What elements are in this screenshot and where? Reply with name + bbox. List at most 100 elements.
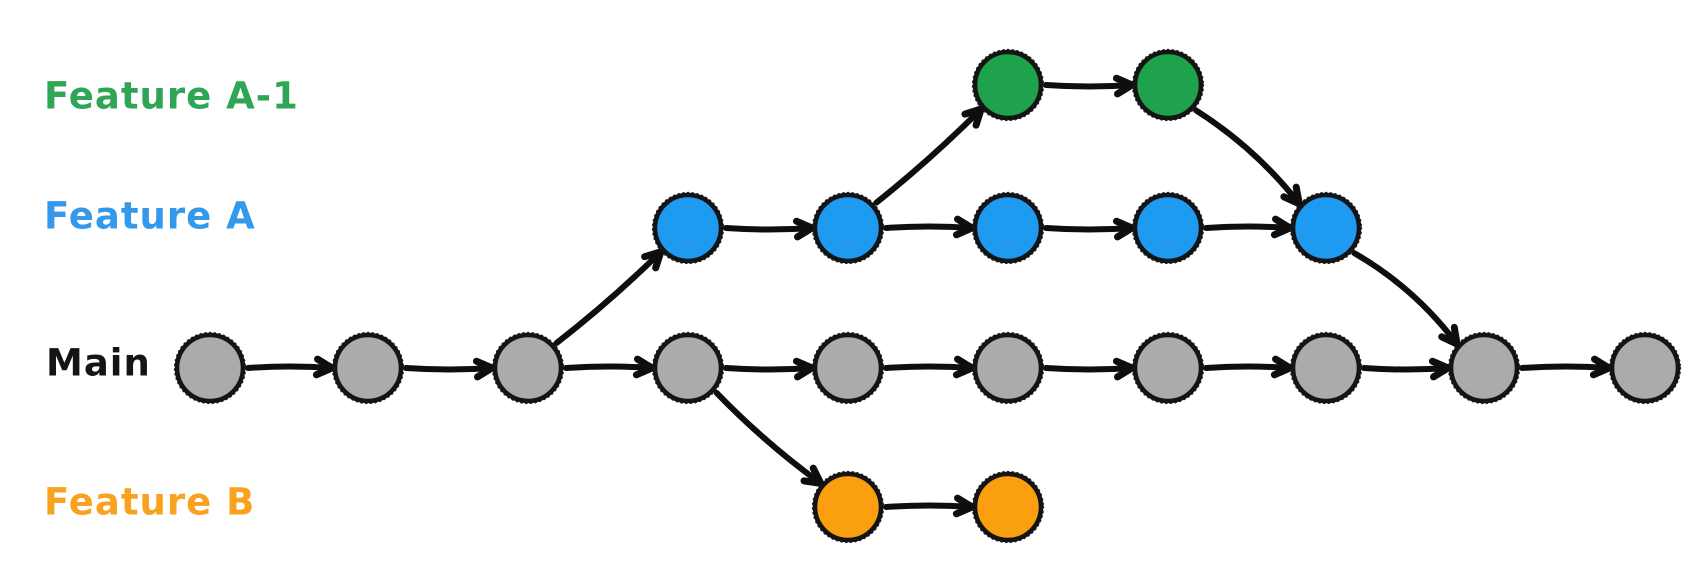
commit-node-main-0 (173, 331, 247, 405)
sketch-ring (971, 191, 1045, 265)
commit-circle (972, 49, 1044, 121)
sketch-ring (971, 470, 1045, 544)
sketch-ring (811, 470, 885, 544)
commit-circle (1448, 332, 1520, 404)
edge-main-1--main-2 (403, 357, 496, 381)
commit-node-main-7 (1289, 331, 1363, 405)
commit-node-main-3 (651, 331, 725, 405)
sketch-ring (173, 331, 247, 405)
sketch-ring (1289, 191, 1363, 265)
edge-main-2--main-3 (563, 355, 656, 379)
commit-node-feature-b-1 (971, 470, 1045, 544)
arrow-shaft (1203, 223, 1293, 231)
arrowhead-icon (792, 357, 816, 372)
edge-main-8--main-9 (1519, 355, 1613, 379)
edge-feature-a-2--feature-a-3 (1043, 217, 1136, 241)
sketch-ring (971, 331, 1045, 405)
arrow-shaft (1193, 107, 1303, 207)
commit-circle (1290, 192, 1362, 264)
commit-node-feature-a-0 (651, 191, 725, 265)
commit-circle (1290, 332, 1362, 404)
edge-feature-a-3--feature-a-4 (1203, 215, 1294, 239)
sketch-ring (1608, 331, 1682, 405)
commit-circle (652, 192, 724, 264)
commit-circle (972, 192, 1044, 264)
commit-circle (972, 332, 1044, 404)
commit-node-main-6 (1131, 331, 1205, 405)
edge-main-5--main-6 (1043, 357, 1136, 381)
arrowhead-icon (1112, 357, 1136, 372)
arrow-shaft (1043, 82, 1135, 90)
commit-circle (332, 332, 404, 404)
arrow-shaft (1351, 250, 1461, 348)
commit-node-main-5 (971, 331, 1045, 405)
arrow-shaft (403, 365, 495, 373)
arrowhead-icon (1590, 355, 1613, 372)
sketch-ring (971, 48, 1045, 122)
edge-main-3--main-4 (723, 357, 816, 381)
commit-circle (812, 332, 884, 404)
commit-circle (1132, 332, 1204, 404)
commit-node-main-2 (491, 331, 565, 405)
arrow-shaft (1361, 365, 1451, 373)
sketch-ring (811, 191, 885, 265)
commit-node-feature-a1-1 (1131, 48, 1205, 122)
commit-circle (812, 192, 884, 264)
arrow-shaft (1519, 363, 1612, 371)
arrowhead-icon (954, 215, 976, 232)
branch-label-feature-b: Feature B (44, 480, 256, 524)
sketch-ring (811, 331, 885, 405)
sketch-ring (491, 331, 565, 405)
arrowhead-icon (1450, 323, 1461, 348)
arrowhead-icon (961, 105, 985, 118)
sketch-ring (1131, 331, 1205, 405)
arrowhead-icon (809, 464, 825, 487)
arrow-shaft (245, 363, 335, 371)
commit-node-feature-a1-0 (971, 48, 1045, 122)
sketch-ring (1289, 331, 1363, 405)
edge-feature-b-0--feature-b-1 (883, 494, 976, 518)
commit-node-main-1 (331, 331, 405, 405)
arrow-shaft (723, 365, 815, 373)
commit-node-feature-a-3 (1131, 191, 1205, 265)
sketch-ring (1131, 48, 1205, 122)
commit-circle (1132, 192, 1204, 264)
arrow-shaft (1043, 225, 1135, 233)
branch-label-feature-a1: Feature A-1 (44, 74, 299, 118)
arrowhead-icon (1272, 355, 1294, 372)
branch-label-feature-a: Feature A (44, 194, 256, 238)
edge-feature-a1-0--feature-a1-1 (1043, 74, 1136, 98)
commit-circle (1132, 49, 1204, 121)
arrow-shaft (1203, 363, 1293, 371)
commit-node-main-4 (811, 331, 885, 405)
edge-feature-a-1--feature-a-2 (883, 215, 976, 239)
arrowhead-icon (954, 355, 976, 372)
edge-feature-a-0--feature-a-1 (723, 217, 816, 241)
arrow-shaft (883, 502, 975, 510)
arrowhead-icon (314, 355, 336, 372)
edge-main-0--main-1 (245, 355, 336, 379)
arrow-shaft (873, 105, 985, 206)
arrowhead-icon (1272, 215, 1294, 232)
arrow-shaft (883, 363, 975, 371)
sketch-ring (1131, 191, 1205, 265)
arrow-shaft (723, 225, 815, 233)
commit-node-feature-a-4 (1289, 191, 1363, 265)
commit-circle (652, 332, 724, 404)
edge-feature-a-4--main-8 (1351, 250, 1461, 348)
arrowhead-icon (954, 494, 976, 511)
arrow-shaft (883, 223, 975, 231)
arrowhead-icon (634, 355, 656, 372)
edge-feature-a1-1--feature-a-4 (1193, 107, 1303, 208)
arrow-shaft (563, 363, 655, 371)
arrowhead-icon (1292, 183, 1303, 208)
commit-circle (1609, 332, 1681, 404)
arrowhead-icon (1112, 217, 1136, 232)
edge-main-4--main-5 (883, 355, 976, 379)
branch-label-main: Main (46, 341, 151, 385)
arrowhead-icon (1428, 357, 1452, 372)
arrowhead-icon (472, 357, 496, 372)
sketch-ring (651, 191, 725, 265)
